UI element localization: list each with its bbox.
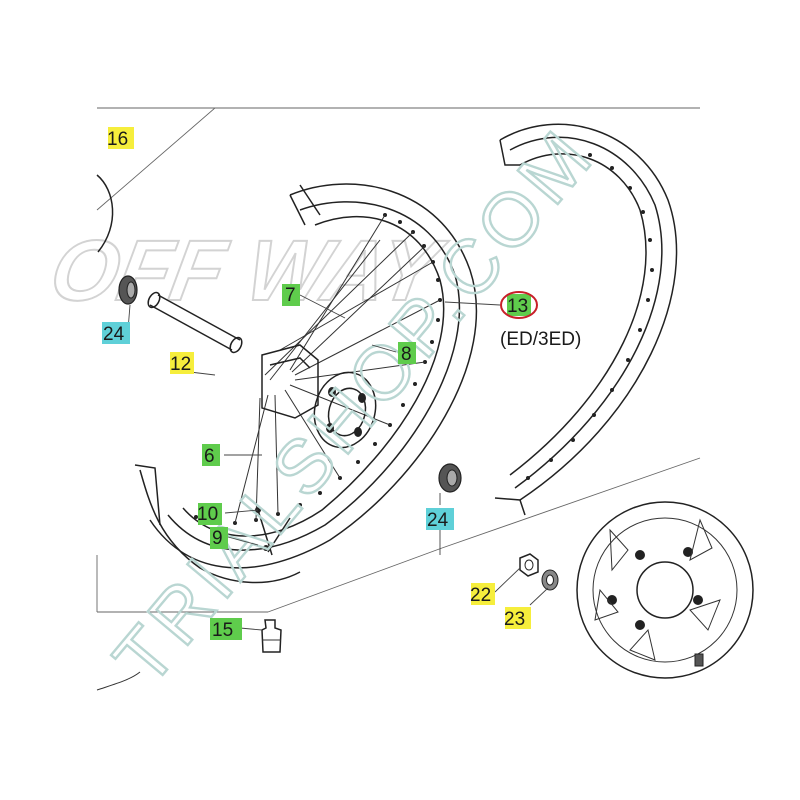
watermark-text: TRIALSHOP.COM [98,112,611,701]
callout-23-text: 23 [504,609,525,630]
callout-7: 7 [282,284,300,306]
callout-13-note-text: (ED/3ED) [500,329,581,350]
callout-24-right: 24 [426,508,454,531]
callout-23: 23 [504,607,531,630]
callout-6: 6 [202,444,220,467]
valve [261,619,282,653]
callout-10-text: 10 [197,504,218,525]
callout-8-text: 8 [401,344,412,365]
washer [541,569,559,591]
callout-15: 15 [210,618,242,641]
hub [261,344,377,449]
spokes [234,214,441,524]
leader-lines [127,294,549,631]
rim-separate [494,123,678,516]
callout-12: 12 [170,352,194,375]
callout-7-text: 7 [285,285,296,306]
callout-10: 10 [197,503,222,525]
callout-8: 8 [398,342,416,365]
callout-22: 22 [470,583,495,606]
callout-12-text: 12 [170,354,191,375]
callout-24-left-text: 24 [103,324,125,345]
callout-24-right-text: 24 [427,510,449,531]
watermark: TRIALSHOP.COM [97,111,613,702]
callout-22-text: 22 [470,585,491,606]
callout-13: 13 [500,291,538,319]
tire-partial [96,174,141,691]
callout-16: 16 [107,127,134,150]
callout-16-text: 16 [107,129,128,150]
watermark-logo-text: OFF WAY [44,224,453,319]
callout-15-text: 15 [212,620,233,641]
nut [519,553,539,577]
callout-9: 9 [210,527,228,549]
axle [147,291,243,354]
sprocket [576,501,754,679]
diagram-frame [96,107,701,613]
callout-13-note: (ED/3ED) [500,329,581,350]
callout-24-left: 24 [102,322,130,345]
bearing-right [438,463,462,493]
callout-13-text: 13 [507,296,528,317]
bearing-left [118,275,138,305]
callout-9-text: 9 [212,528,223,549]
watermark-logo: OFF WAY [43,223,454,320]
wheel-rim-assembled [134,183,478,584]
callout-6-text: 6 [204,446,215,467]
